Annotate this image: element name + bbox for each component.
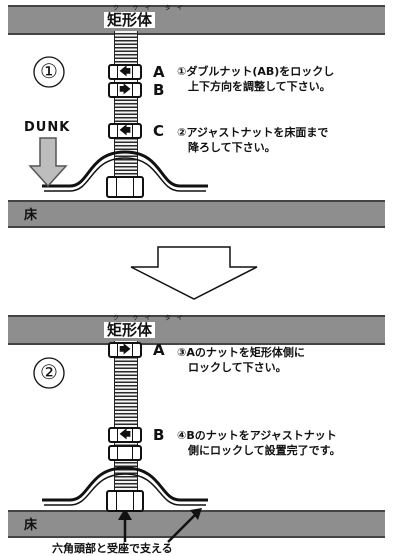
support-caption: 六角頭部と受座で支える	[52, 542, 173, 555]
threaded-rod	[114, 341, 138, 491]
adjust-nut	[108, 445, 142, 461]
floor-label: 床	[24, 518, 38, 533]
step-2-ring-icon	[33, 357, 65, 389]
instruction-4: ④Bのナットをアジャストナット 側にロックして設置完了です。	[177, 429, 341, 457]
nut-a: 🡆	[108, 342, 142, 358]
instruction-3: ③Aのナットを矩形体側に ロックして下さい。	[177, 346, 305, 374]
arrow-left-icon: 🡄	[119, 124, 131, 137]
hex-head	[106, 176, 144, 198]
nut-b-label: B	[153, 81, 165, 99]
nut-a: 🡄	[108, 64, 142, 80]
body-ruby: ク ケイ タイ	[113, 5, 189, 12]
transition-down-arrow-icon	[130, 246, 258, 300]
step-number: ②	[40, 360, 58, 384]
hex-head	[106, 490, 144, 512]
dunk-label: DUNK	[24, 120, 71, 135]
body-label: 矩形体	[104, 12, 156, 28]
arrow-right-icon: 🡆	[119, 83, 131, 96]
instruction-2: ②アジャストナットを床面まで 降ろして下さい。	[177, 126, 329, 154]
instruction-1: ①ダブルナット(AB)をロックし 上下方向を調整して下さい。	[177, 65, 335, 93]
rectangular-body-bar	[8, 315, 385, 345]
base-plate	[42, 466, 208, 543]
step-1-panel: ク ケイ タイ 矩形体 床 🡄 A 🡆 B 🡄 C ① DUNK ①ダブルナット…	[0, 0, 393, 235]
arrow-left-icon: 🡄	[119, 428, 131, 441]
step-2-panel: ク ケイ タイ 矩形体 床 🡆 A 🡄 B ② ③Aのナットを矩形体側に ロック…	[0, 310, 393, 556]
body-ruby: ク ケイ タイ	[113, 315, 189, 322]
nut-b: 🡆	[108, 82, 142, 98]
body-label: 矩形体	[104, 322, 156, 338]
down-arrow-icon	[28, 137, 68, 188]
nut-b-label: B	[153, 426, 165, 444]
nut-a-label: A	[153, 63, 165, 81]
rectangular-body-bar	[8, 5, 385, 35]
floor-bar	[8, 200, 385, 228]
arrow-left-icon: 🡄	[119, 65, 131, 78]
floor-label: 床	[24, 208, 38, 223]
nut-c: 🡄	[108, 123, 142, 139]
threaded-rod	[114, 31, 138, 181]
arrow-right-icon: 🡆	[119, 343, 131, 356]
step-1-ring-icon	[33, 56, 65, 88]
step-number: ①	[40, 59, 58, 83]
nut-c-label: C	[153, 122, 165, 140]
base-plate	[42, 150, 208, 192]
nut-b: 🡄	[108, 427, 142, 443]
nut-a-label: A	[153, 341, 165, 359]
